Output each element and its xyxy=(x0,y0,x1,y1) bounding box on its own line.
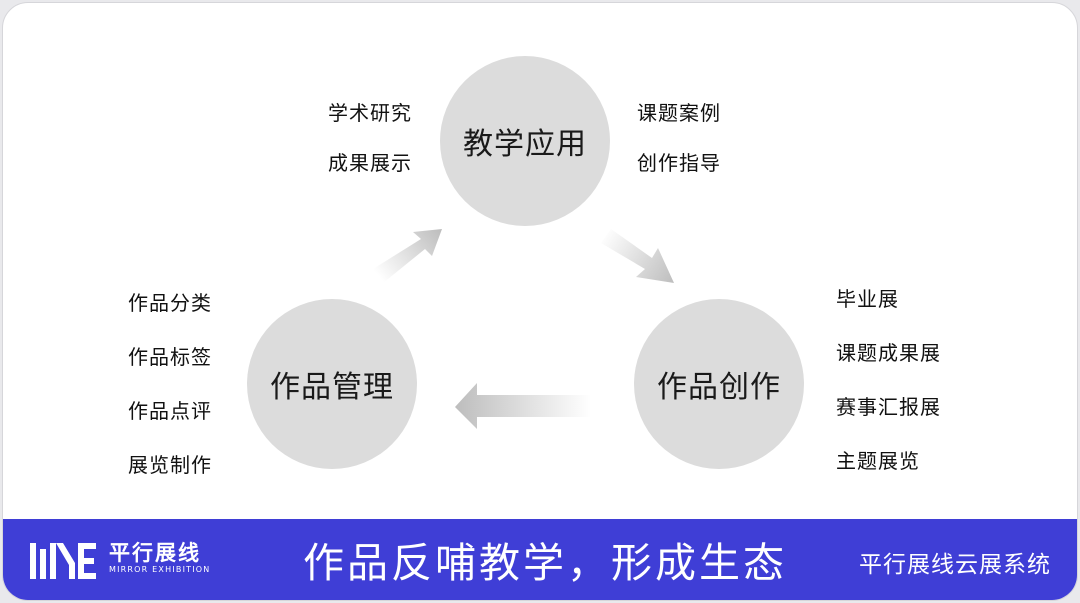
list-item: 成果展示 xyxy=(328,151,412,175)
slogan: 作品反哺教学，形成生态 xyxy=(303,539,787,587)
brand-logo-icon xyxy=(30,543,96,579)
circle-title-teaching: 教学应用 xyxy=(463,127,587,162)
teaching-right-list: 课题案例 创作指导 xyxy=(637,97,721,176)
management-list: 作品分类 作品标签 作品点评 展览制作 xyxy=(128,287,212,478)
list-item: 作品标签 xyxy=(128,345,212,369)
brand-name: 平行展线 xyxy=(109,541,201,565)
arrow-creation-to-manage xyxy=(455,383,593,429)
list-item: 作品分类 xyxy=(128,291,212,315)
list-item: 课题成果展 xyxy=(836,341,941,365)
list-item: 赛事汇报展 xyxy=(836,395,941,419)
teaching-left-list: 学术研究 成果展示 xyxy=(328,97,412,176)
system-name: 平行展线云展系统 xyxy=(859,552,1051,578)
list-item: 学术研究 xyxy=(328,101,412,125)
list-item: 课题案例 xyxy=(637,101,721,125)
circle-work-creation: 作品创作 xyxy=(634,299,804,469)
list-item: 展览制作 xyxy=(128,453,212,477)
circle-title-creation: 作品创作 xyxy=(657,370,781,405)
list-item: 创作指导 xyxy=(637,151,721,175)
brand-subtitle: MIRROR EXHIBITION xyxy=(109,565,211,574)
list-item: 主题展览 xyxy=(836,449,920,473)
bottom-banner: 平行展线 MIRROR EXHIBITION 作品反哺教学，形成生态 平行展线云… xyxy=(3,519,1077,600)
circle-work-management: 作品管理 xyxy=(247,299,417,469)
cycle-arrows xyxy=(373,229,674,429)
arrow-manage-to-teaching xyxy=(373,229,442,283)
list-item: 毕业展 xyxy=(836,287,899,311)
circle-title-management: 作品管理 xyxy=(270,370,394,405)
circle-teaching-application: 教学应用 xyxy=(440,56,610,226)
arrow-teaching-to-creation xyxy=(601,229,674,283)
list-item: 作品点评 xyxy=(128,399,212,423)
creation-list: 毕业展 课题成果展 赛事汇报展 主题展览 xyxy=(836,283,941,474)
